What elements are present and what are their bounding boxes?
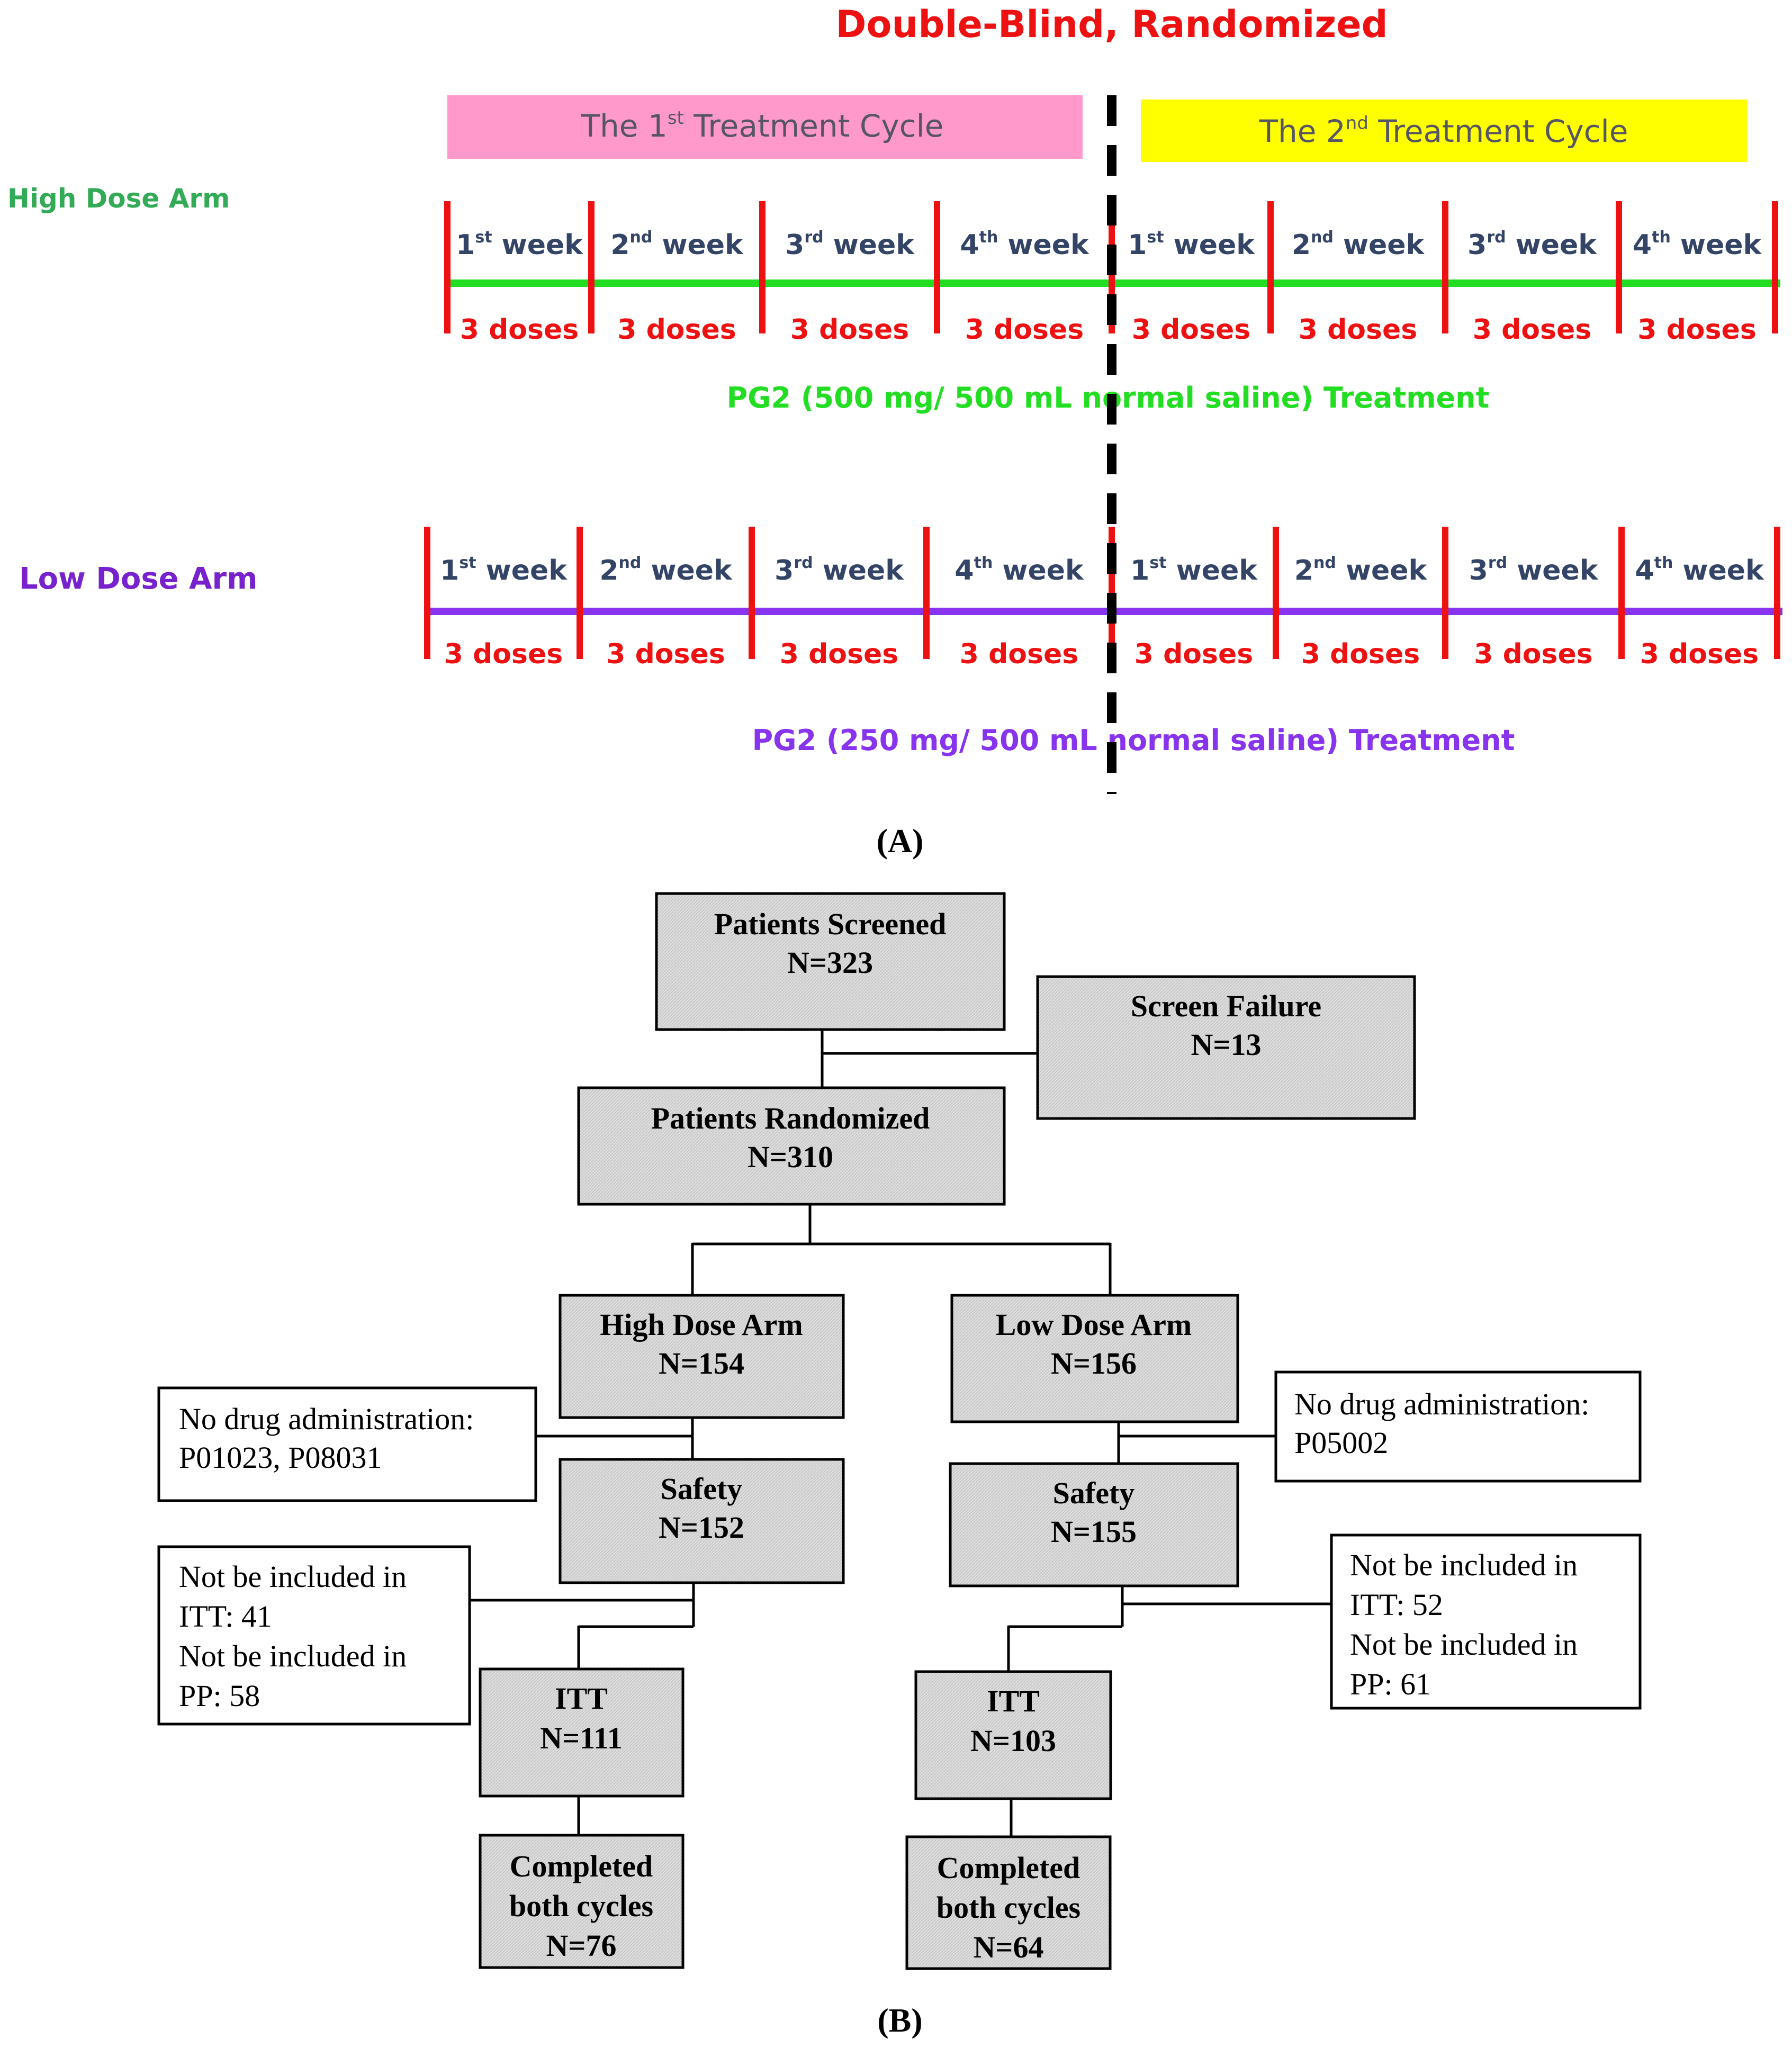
high-safety-count: N=152 xyxy=(659,1510,744,1545)
low-week-label: 1st week xyxy=(1130,554,1258,587)
screened-count: N=323 xyxy=(787,945,873,980)
high-week-label: 1st week xyxy=(1128,228,1255,261)
low-week-label: 4th week xyxy=(1635,554,1764,587)
low-week-label: 3rd week xyxy=(775,554,904,587)
high-itt-box: ITT N=111 xyxy=(479,1667,685,1798)
low-itt-box: ITT N=103 xyxy=(914,1670,1112,1800)
low-no-drug-line1: No drug administration: xyxy=(1294,1387,1589,1421)
high-week-label: 4th week xyxy=(960,228,1089,261)
low-completed-count: N=64 xyxy=(974,1930,1044,1964)
low-arm-box: Low Dose Arm N=156 xyxy=(950,1294,1239,1423)
high-doses-label: 3 doses xyxy=(790,314,909,346)
low-excluded-line1: Not be included in xyxy=(1350,1548,1578,1582)
screened-box: Patients Screened N=323 xyxy=(655,892,1006,1031)
high-dose-arm-label: High Dose Arm xyxy=(7,183,230,214)
screen-failure-title: Screen Failure xyxy=(1131,989,1321,1023)
high-itt-title: ITT xyxy=(555,1681,608,1716)
screen-failure-count: N=13 xyxy=(1191,1027,1262,1062)
high-doses-label: 3 doses xyxy=(460,314,579,346)
low-doses-label: 3 doses xyxy=(780,638,898,670)
low-doses-label: 3 doses xyxy=(960,638,1078,670)
high-doses-label: 3 doses xyxy=(1299,314,1417,346)
high-no-drug-box: No drug administration: P01023, P08031 xyxy=(157,1386,537,1502)
high-arm-title: High Dose Arm xyxy=(600,1307,803,1342)
high-excluded-line3: Not be included in xyxy=(179,1639,407,1673)
low-week-label: 2nd week xyxy=(1294,554,1428,587)
low-doses-label: 3 doses xyxy=(1134,638,1253,670)
high-doses-label: 3 doses xyxy=(1132,314,1250,346)
high-no-drug-line1: No drug administration: xyxy=(179,1402,474,1436)
high-week-label: 2nd week xyxy=(1292,228,1425,261)
screen-failure-box: Screen Failure N=13 xyxy=(1036,975,1416,1120)
low-itt-count: N=103 xyxy=(970,1724,1056,1758)
low-excluded-line2: ITT: 52 xyxy=(1350,1587,1443,1622)
high-doses-label: 3 doses xyxy=(1637,314,1756,346)
low-doses-label: 3 doses xyxy=(606,638,725,670)
cycle2-header-bg xyxy=(1141,100,1747,162)
low-doses-label: 3 doses xyxy=(1301,638,1420,670)
low-excluded-line3: Not be included in xyxy=(1350,1627,1578,1662)
high-doses-label: 3 doses xyxy=(965,314,1084,346)
flow-connectors xyxy=(470,1030,1331,1837)
low-dose-arm-label: Low Dose Arm xyxy=(19,562,257,596)
part-a-caption: (A) xyxy=(877,822,924,860)
low-safety-count: N=155 xyxy=(1051,1514,1137,1549)
randomized-box: Patients Randomized N=310 xyxy=(577,1086,1006,1206)
part-b-caption: (B) xyxy=(877,2001,922,2039)
low-excluded-box: Not be included in ITT: 52 Not be includ… xyxy=(1330,1533,1642,1710)
low-safety-title: Safety xyxy=(1053,1476,1135,1510)
high-excluded-box: Not be included in ITT: 41 Not be includ… xyxy=(157,1545,471,1726)
low-no-drug-box: No drug administration: P05002 xyxy=(1274,1370,1642,1483)
high-week-label: 2nd week xyxy=(610,228,744,261)
low-itt-title: ITT xyxy=(987,1684,1040,1718)
randomized-title: Patients Randomized xyxy=(651,1101,930,1135)
high-doses-label: 3 doses xyxy=(1473,314,1591,346)
low-week-label: 3rd week xyxy=(1469,554,1599,587)
high-arm-box: High Dose Arm N=154 xyxy=(559,1294,845,1419)
screened-title: Patients Screened xyxy=(714,907,947,941)
high-week-label: 4th week xyxy=(1633,228,1762,261)
high-excluded-line4: PP: 58 xyxy=(179,1679,260,1713)
high-safety-box: Safety N=152 xyxy=(559,1458,845,1584)
low-doses-label: 3 doses xyxy=(444,638,563,670)
low-week-label: 1st week xyxy=(440,554,568,587)
cycle1-header-bg xyxy=(447,95,1083,159)
low-week-label: 2nd week xyxy=(599,554,733,587)
high-safety-title: Safety xyxy=(661,1472,743,1506)
high-week-label: 1st week xyxy=(456,228,583,261)
low-safety-box: Safety N=155 xyxy=(949,1462,1239,1587)
high-arm-count: N=154 xyxy=(659,1346,744,1381)
low-dose-treatment-label: PG2 (250 mg/ 500 mL normal saline) Treat… xyxy=(752,724,1515,757)
low-week-label: 4th week xyxy=(954,554,1084,587)
low-arm-title: Low Dose Arm xyxy=(996,1307,1192,1342)
low-no-drug-line2: P05002 xyxy=(1294,1426,1388,1460)
part-b-flowchart: Patients Screened N=323 Screen Failure N… xyxy=(157,892,1642,2039)
low-completed-line2: both cycles xyxy=(936,1890,1080,1925)
low-doses-label: 3 doses xyxy=(1474,638,1592,670)
low-doses-label: 3 doses xyxy=(1640,638,1759,670)
low-arm-count: N=156 xyxy=(1051,1346,1137,1381)
high-doses-label: 3 doses xyxy=(617,314,736,346)
high-excluded-line1: Not be included in xyxy=(179,1559,407,1594)
high-completed-count: N=76 xyxy=(546,1928,617,1963)
high-completed-line1: Completed xyxy=(510,1849,653,1883)
low-completed-line1: Completed xyxy=(937,1851,1080,1885)
part-a-timeline: Double-Blind, Randomized The 1st Treatme… xyxy=(7,3,1782,860)
high-no-drug-line2: P01023, P08031 xyxy=(179,1440,382,1475)
high-excluded-line2: ITT: 41 xyxy=(179,1599,272,1634)
cycle2-header: The 2nd Treatment Cycle xyxy=(1259,113,1628,149)
high-itt-count: N=111 xyxy=(540,1721,623,1755)
randomized-count: N=310 xyxy=(748,1140,833,1174)
high-completed-line2: both cycles xyxy=(509,1889,653,1923)
low-completed-box: Completed both cycles N=64 xyxy=(905,1835,1112,1970)
high-week-label: 3rd week xyxy=(785,228,915,261)
study-design-title: Double-Blind, Randomized xyxy=(835,3,1388,46)
low-dose-timeline: 1st week 3 doses 2nd week 3 doses 3rd week 3 … xyxy=(424,527,1782,670)
high-week-label: 3rd week xyxy=(1467,228,1597,261)
high-completed-box: Completed both cycles N=76 xyxy=(479,1834,685,1969)
cycle1-header: The 1st Treatment Cycle xyxy=(581,107,944,144)
low-excluded-line4: PP: 61 xyxy=(1350,1667,1431,1701)
